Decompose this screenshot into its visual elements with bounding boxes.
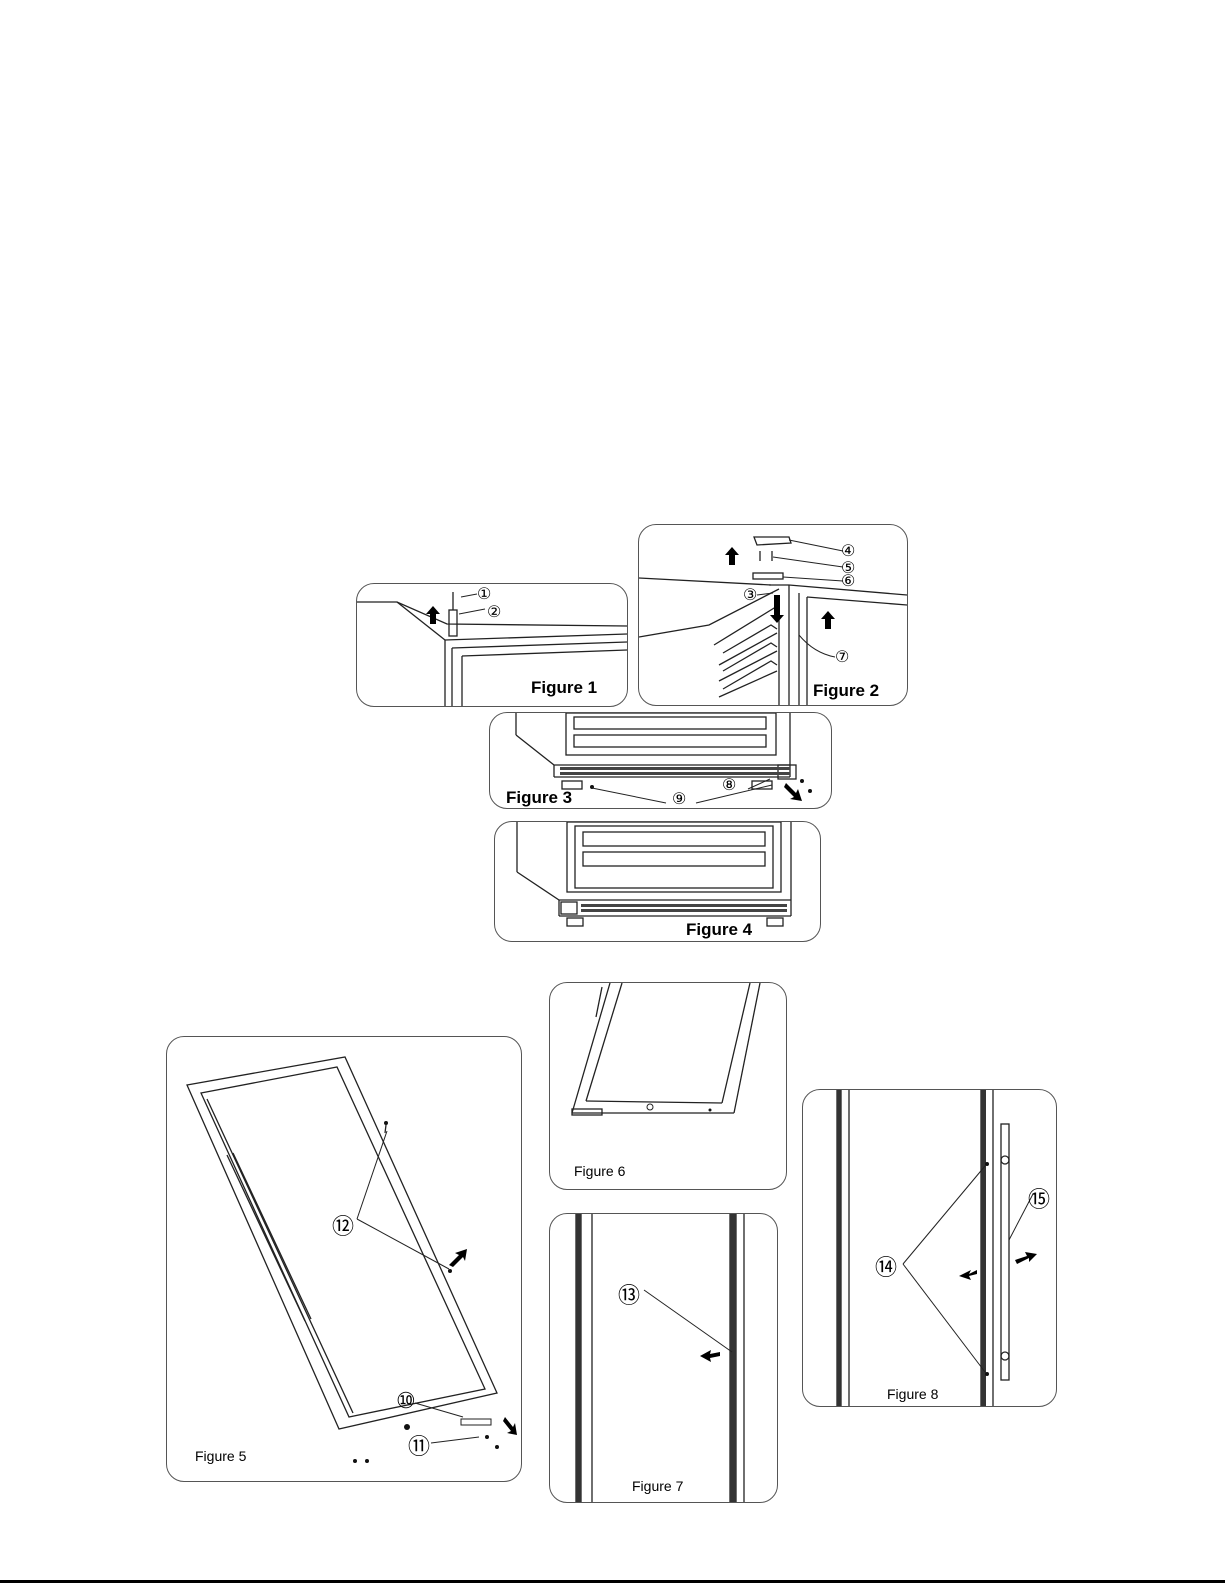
figure-7-label: Figure 7 bbox=[632, 1478, 683, 1494]
figure-4-drawing bbox=[495, 822, 820, 941]
callout-7: ⑦ bbox=[835, 647, 849, 666]
figure-5-drawing bbox=[167, 1037, 521, 1481]
figure-1-panel: ① ② Figure 1 bbox=[356, 583, 628, 707]
figure-4-label: Figure 4 bbox=[686, 920, 752, 940]
figure-8-drawing bbox=[803, 1090, 1056, 1406]
figure-8-panel: ⑭ ⑮ Figure 8 bbox=[802, 1089, 1057, 1407]
figure-3-label: Figure 3 bbox=[506, 788, 572, 808]
figure-1-label: Figure 1 bbox=[531, 678, 597, 698]
callout-3: ③ bbox=[743, 585, 757, 604]
callout-14: ⑭ bbox=[875, 1250, 897, 1282]
callout-9: ⑨ bbox=[672, 789, 686, 808]
bottom-rule bbox=[0, 1580, 1225, 1583]
callout-2: ② bbox=[487, 602, 501, 621]
figure-5-label: Figure 5 bbox=[195, 1448, 246, 1464]
callout-1: ① bbox=[477, 584, 491, 603]
callout-13: ⑬ bbox=[618, 1278, 640, 1310]
figure-3-panel: ⑧ ⑨ Figure 3 bbox=[489, 712, 832, 809]
figure-2-panel: ③ ④ ⑤ ⑥ ⑦ Figure 2 bbox=[638, 524, 908, 706]
figure-6-panel: Figure 6 bbox=[549, 982, 787, 1190]
callout-10: ⑩ bbox=[396, 1389, 416, 1414]
figure-6-label: Figure 6 bbox=[574, 1163, 625, 1179]
figure-2-label: Figure 2 bbox=[813, 681, 879, 701]
figure-7-drawing bbox=[550, 1214, 777, 1502]
figure-4-panel: Figure 4 bbox=[494, 821, 821, 942]
callout-6: ⑥ bbox=[841, 571, 855, 590]
figure-2-drawing bbox=[639, 525, 907, 705]
callout-12: ⑫ bbox=[332, 1209, 354, 1241]
figure-8-label: Figure 8 bbox=[887, 1386, 938, 1402]
callout-8: ⑧ bbox=[722, 775, 736, 794]
callout-11: ⑪ bbox=[408, 1429, 430, 1461]
figure-6-drawing bbox=[550, 983, 786, 1189]
figure-7-panel: ⑬ Figure 7 bbox=[549, 1213, 778, 1503]
callout-15: ⑮ bbox=[1028, 1182, 1050, 1214]
figure-5-panel: ⑩ ⑪ ⑫ Figure 5 bbox=[166, 1036, 522, 1482]
